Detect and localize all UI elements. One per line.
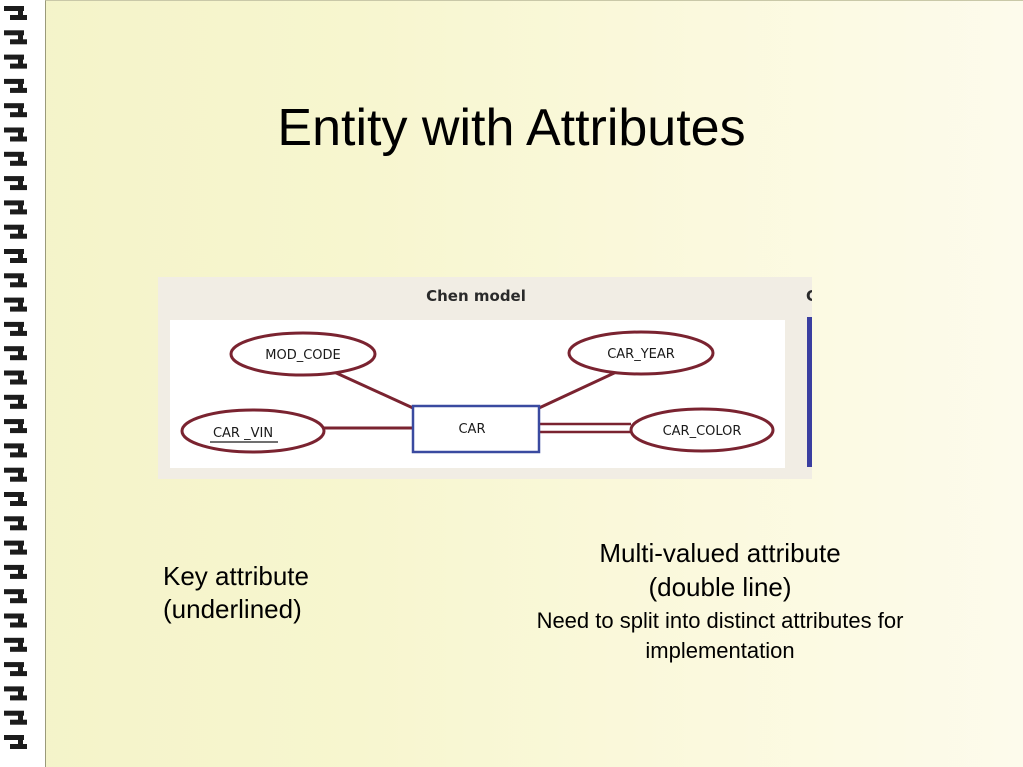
binding-ring bbox=[4, 273, 27, 288]
binding-ring bbox=[4, 6, 27, 20]
binding-ring bbox=[4, 103, 27, 118]
binding-ring bbox=[4, 297, 27, 312]
binding-ring bbox=[4, 637, 27, 652]
attribute-car-vin-label: CAR _VIN bbox=[213, 426, 273, 441]
attribute-mod-code-label: MOD_CODE bbox=[265, 348, 341, 363]
attribute-car-color bbox=[629, 407, 775, 453]
attribute-car-color-label: CAR_COLOR bbox=[663, 424, 742, 439]
page-edge bbox=[45, 0, 1023, 767]
binding-ring bbox=[4, 151, 27, 166]
binding-ring bbox=[4, 321, 27, 336]
binding-ring bbox=[4, 249, 27, 263]
er-diagram: MOD_CODE CAR_YEAR CAR _VIN CAR_COLOR CAR bbox=[180, 330, 775, 454]
binding-rings bbox=[4, 6, 27, 749]
binding-ring bbox=[4, 78, 27, 93]
figure-side-bar bbox=[807, 317, 812, 467]
binding-ring bbox=[4, 176, 27, 191]
multi-note-line-4: implementation bbox=[645, 638, 795, 663]
binding-ring bbox=[4, 467, 27, 482]
attribute-mod-code bbox=[229, 331, 377, 377]
binding-ring bbox=[4, 200, 27, 215]
entity-car bbox=[411, 404, 541, 454]
key-attribute-note: Key attribute (underlined) bbox=[163, 560, 309, 626]
binding-ring bbox=[4, 564, 27, 579]
attribute-car-year bbox=[567, 330, 715, 376]
entity-car-label: CAR bbox=[458, 422, 485, 437]
binding-ring bbox=[4, 516, 27, 531]
binding-ring bbox=[4, 540, 27, 555]
binding-ring bbox=[4, 30, 27, 45]
binding-ring bbox=[4, 54, 27, 69]
binding-ring bbox=[4, 224, 27, 239]
binding-ring bbox=[4, 492, 27, 506]
binding-ring bbox=[4, 346, 27, 361]
binding-ring bbox=[4, 419, 27, 434]
figure-heading: Chen model bbox=[426, 287, 526, 305]
key-note-line-2: (underlined) bbox=[163, 594, 302, 624]
chen-model-figure: Chen model C MOD_CODE CAR_YEAR CAR _VIN … bbox=[158, 277, 812, 479]
multivalued-attribute-note: Multi-valued attribute (double line) Nee… bbox=[490, 536, 950, 666]
key-note-line-1: Key attribute bbox=[163, 561, 309, 591]
multi-note-line-2: (double line) bbox=[648, 572, 792, 602]
binding-ring bbox=[4, 127, 27, 142]
binding-ring bbox=[4, 613, 27, 628]
binding-ring bbox=[4, 370, 27, 385]
binding-ring bbox=[4, 443, 27, 458]
multi-note-line-1: Multi-valued attribute bbox=[599, 538, 841, 568]
notebook-binding bbox=[0, 0, 46, 767]
binding-ring bbox=[4, 662, 27, 677]
binding-ring bbox=[4, 710, 27, 725]
attribute-car-year-label: CAR_YEAR bbox=[607, 347, 675, 362]
figure-cut-heading: C bbox=[806, 287, 812, 305]
binding-ring bbox=[4, 735, 27, 749]
binding-ring bbox=[4, 394, 27, 409]
multi-note-line-3: Need to split into distinct attributes f… bbox=[536, 608, 904, 633]
slide-title: Entity with Attributes bbox=[277, 99, 746, 157]
diagram-canvas: MOD_CODE CAR_YEAR CAR _VIN CAR_COLOR CAR bbox=[170, 320, 785, 468]
binding-ring bbox=[4, 589, 27, 604]
binding-ring bbox=[4, 686, 27, 701]
